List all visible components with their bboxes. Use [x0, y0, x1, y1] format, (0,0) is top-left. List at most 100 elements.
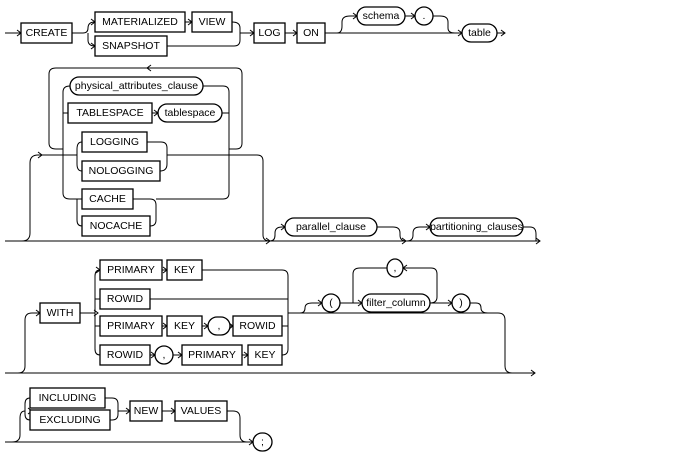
identifier-filter-column: filter_column: [361, 293, 431, 313]
identifier-oval: [69, 76, 204, 96]
keyword-nocache: NOCACHE: [81, 215, 151, 237]
keyword-box: [81, 131, 148, 153]
keyword-rowid: ROWID: [99, 288, 151, 310]
node-label: LOG: [258, 27, 280, 39]
arrow-icon: [93, 309, 99, 317]
keyword-box: [29, 409, 111, 431]
keyword-box: [247, 344, 283, 366]
keyword-snapshot: SNAPSHOT: [94, 35, 168, 57]
identifier-tablespace: tablespace: [157, 103, 223, 123]
keyword-box: [166, 259, 203, 281]
arrow-icon: [37, 151, 43, 159]
keyword-box: [39, 302, 81, 324]
keyword-primary: PRIMARY: [99, 259, 163, 281]
node-label: CACHE: [89, 193, 126, 205]
node-label: TABLESPACE: [76, 107, 143, 119]
identifier-oval: [252, 432, 273, 452]
identifier-partitioning-clauses: partitioning_clauses: [429, 217, 524, 237]
keyword-box: [191, 11, 233, 33]
node-label: NOCACHE: [90, 220, 143, 232]
identifier-comma: ,: [154, 345, 174, 365]
node-label: INCLUDING: [39, 392, 97, 404]
node-label: ;: [261, 436, 264, 448]
identifier-dot: .: [414, 6, 434, 26]
identifier-physical-attributes-clause: physical_attributes_clause: [69, 76, 204, 96]
keyword-primary: PRIMARY: [181, 344, 243, 366]
node-label: physical_attributes_clause: [75, 80, 198, 92]
keyword-box: [99, 288, 151, 310]
keyword-nologging: NOLOGGING: [81, 160, 161, 182]
keyword-box: [166, 315, 203, 337]
node-label: tablespace: [165, 107, 216, 119]
node-label: PRIMARY: [107, 320, 155, 332]
identifier-rparen: ): [451, 293, 471, 313]
node-label: table: [468, 27, 491, 39]
identifier-oval: [154, 345, 174, 365]
node-label: CREATE: [26, 27, 68, 39]
keyword-primary: PRIMARY: [99, 315, 163, 337]
keyword-box: [181, 344, 243, 366]
node-label: VIEW: [199, 16, 226, 28]
identifier-oval: [207, 316, 231, 336]
identifier-schema: schema: [356, 6, 406, 26]
keyword-with: WITH: [39, 302, 81, 324]
keyword-rowid: ROWID: [99, 344, 151, 366]
node-label: schema: [363, 10, 400, 22]
node-label: NOLOGGING: [89, 165, 154, 177]
node-label: ,: [218, 320, 221, 332]
diagram-lines: [5, 15, 540, 443]
identifier-table: table: [461, 23, 498, 43]
keyword-box: [296, 22, 326, 44]
arrow-icon: [265, 237, 271, 245]
arrow-icon: [535, 237, 541, 245]
identifier-oval: [356, 6, 406, 26]
node-label: parallel_clause: [296, 221, 366, 233]
keyword-box: [94, 35, 168, 57]
node-label: SNAPSHOT: [102, 40, 160, 52]
identifier-oval: [451, 293, 471, 313]
keyword-box: [81, 188, 134, 210]
arrow-icon: [401, 237, 407, 245]
keyword-logging: LOGGING: [81, 131, 148, 153]
identifier-oval: [386, 258, 404, 278]
keyword-view: VIEW: [191, 11, 233, 33]
node-label: partitioning_clauses: [430, 221, 523, 233]
node-label: WITH: [47, 307, 74, 319]
node-label: PRIMARY: [188, 349, 236, 361]
keyword-rowid: ROWID: [232, 315, 283, 337]
arrow-icon: [500, 29, 506, 37]
node-label: ROWID: [239, 320, 276, 332]
keyword-box: [20, 22, 73, 44]
keyword-box: [232, 315, 283, 337]
identifier-semicolon: ;: [252, 432, 273, 452]
node-label: ROWID: [107, 293, 144, 305]
arrow-icon: [530, 369, 536, 377]
node-label: KEY: [254, 349, 275, 361]
keyword-tablespace-kw: TABLESPACE: [67, 102, 153, 124]
node-label: ,: [163, 349, 166, 361]
identifier-oval: [284, 217, 378, 237]
identifier-oval: [429, 217, 524, 237]
node-label: LOGGING: [90, 136, 139, 148]
node-label: ): [459, 297, 463, 309]
keyword-on: ON: [296, 22, 326, 44]
identifier-oval: [321, 293, 341, 313]
node-label: EXCLUDING: [39, 414, 100, 426]
keyword-box: [67, 102, 153, 124]
keyword-box: [99, 259, 163, 281]
node-label: PRIMARY: [107, 264, 155, 276]
node-label: filter_column: [366, 297, 426, 309]
node-label: ,: [394, 262, 397, 274]
identifier-comma: ,: [207, 316, 231, 336]
node-label: NEW: [134, 405, 159, 417]
identifier-comma: ,: [386, 258, 404, 278]
keyword-including: INCLUDING: [29, 387, 106, 409]
identifier-parallel-clause: parallel_clause: [284, 217, 378, 237]
node-label: KEY: [174, 320, 195, 332]
node-label: KEY: [174, 264, 195, 276]
keyword-create: CREATE: [20, 22, 73, 44]
keyword-new: NEW: [129, 400, 163, 422]
node-label: VALUES: [181, 405, 222, 417]
keyword-box: [99, 315, 163, 337]
keyword-box: [253, 22, 286, 44]
